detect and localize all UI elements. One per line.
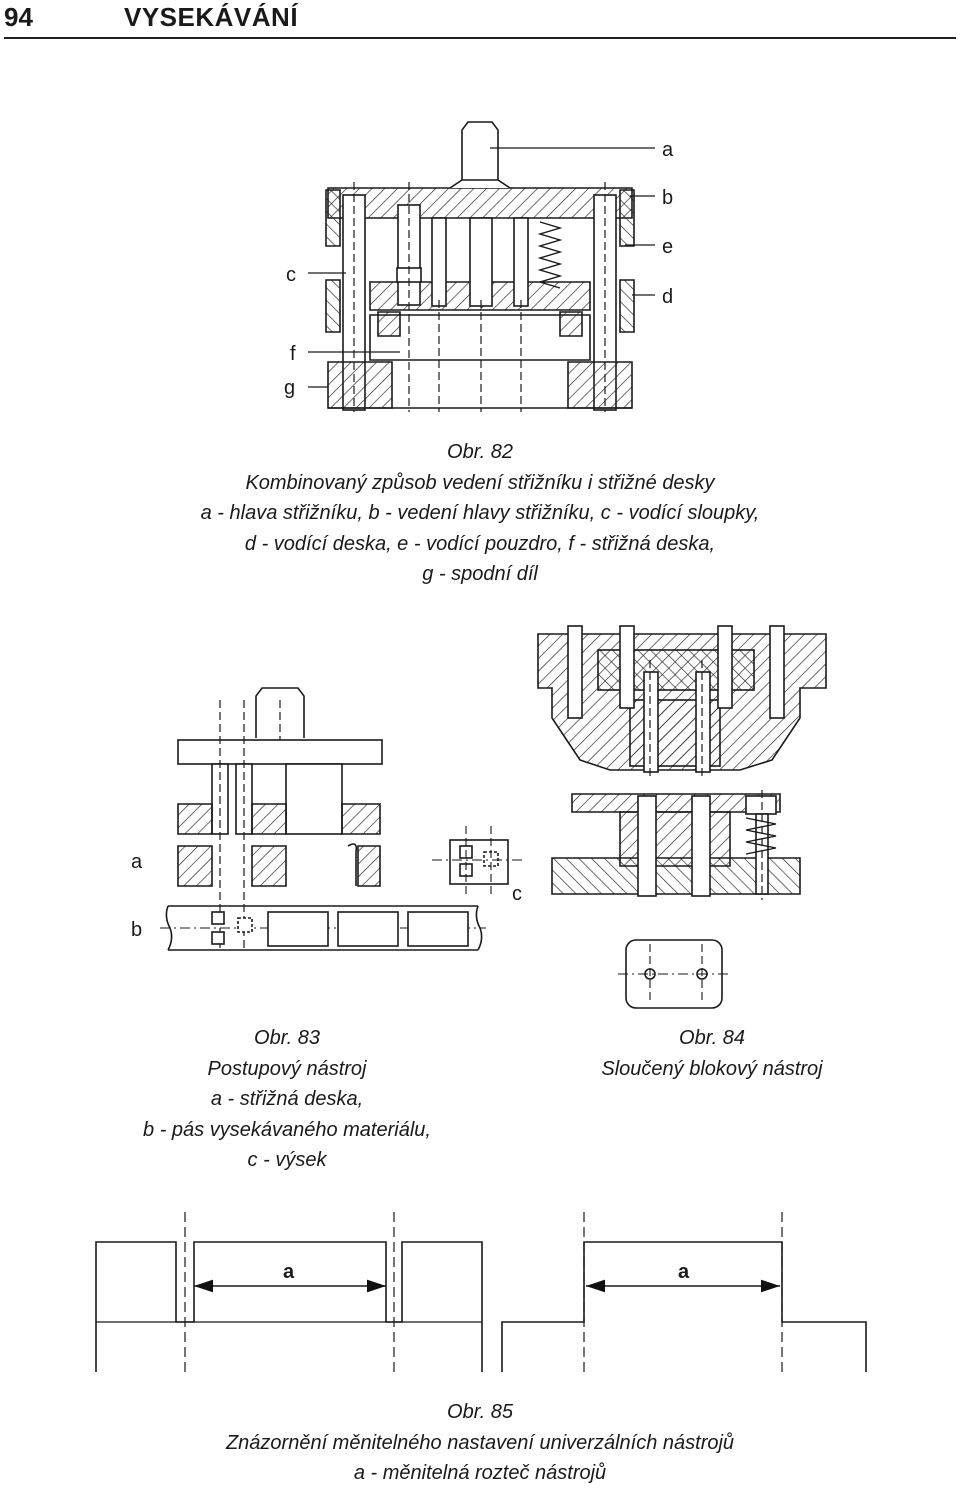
page-header: 94 VYSEKÁVÁNÍ (0, 0, 960, 40)
fig82-caption-line: a - hlava střižníku, b - vedení hlavy st… (200, 502, 760, 524)
fig83-caption-line: Postupový nástroj (207, 1057, 367, 1080)
fig82-labels: a b e d c f g (284, 139, 674, 399)
fig85-label-a-left: a (283, 1261, 295, 1283)
chapter-title: VYSEKÁVÁNÍ (124, 2, 299, 32)
fig82-label-f: f (290, 343, 296, 365)
fig83-caption: Obr. 83 Postupový nástroj a - střižná de… (80, 1023, 494, 1176)
fig83-caption-line: Obr. 83 (254, 1027, 320, 1049)
fig83-drawing (160, 687, 524, 952)
fig83-label-a: a (131, 851, 143, 873)
page-number: 94 (4, 2, 33, 32)
fig82-label-d: d (662, 286, 673, 308)
fig82-label-e: e (662, 236, 673, 258)
fig82-caption-line: Obr. 82 (447, 441, 513, 463)
fig82-label-g: g (284, 377, 295, 399)
fig83-caption-line: c - výsek (247, 1149, 327, 1171)
fig84-caption-line: Sloučený blokový nástroj (601, 1057, 823, 1080)
fig85-labels: a a (283, 1261, 690, 1283)
fig82-drawing (308, 121, 655, 412)
fig83-caption-line: b - pás vysekávaného materiálu, (143, 1118, 431, 1141)
fig85-caption-line: a - měnitelná rozteč nástrojů (353, 1462, 607, 1484)
fig83-label-c: c (512, 883, 522, 905)
fig83-labels: a b c (131, 851, 522, 941)
fig85-caption-line: Znázornění měnitelného nastavení univerz… (225, 1431, 735, 1454)
fig82-label-c: c (286, 264, 296, 286)
fig82-caption-line: g - spodní díl (422, 563, 538, 585)
fig85-caption-line: Obr. 85 (447, 1401, 513, 1423)
fig82-label-a: a (662, 139, 674, 161)
fig84-caption-line: Obr. 84 (679, 1027, 745, 1049)
fig82-caption-line: Kombinovaný způsob vedení střižníku i st… (245, 471, 715, 494)
fig82-caption: Obr. 82 Kombinovaný způsob vedení střižn… (80, 437, 880, 590)
fig85-drawing (95, 1212, 867, 1372)
header-rule (4, 37, 956, 39)
fig84-drawing (537, 625, 827, 1009)
fig83-label-b: b (131, 919, 142, 941)
fig85-label-a-right: a (678, 1261, 690, 1283)
fig84-caption: Obr. 84 Sloučený blokový nástroj (560, 1023, 864, 1084)
fig82-label-b: b (662, 187, 673, 209)
fig83-caption-line: a - střižná deska, (210, 1088, 364, 1110)
fig82-caption-line: d - vodící deska, e - vodící pouzdro, f … (244, 532, 716, 555)
fig85-caption: Obr. 85 Znázornění měnitelného nastavení… (80, 1397, 880, 1489)
